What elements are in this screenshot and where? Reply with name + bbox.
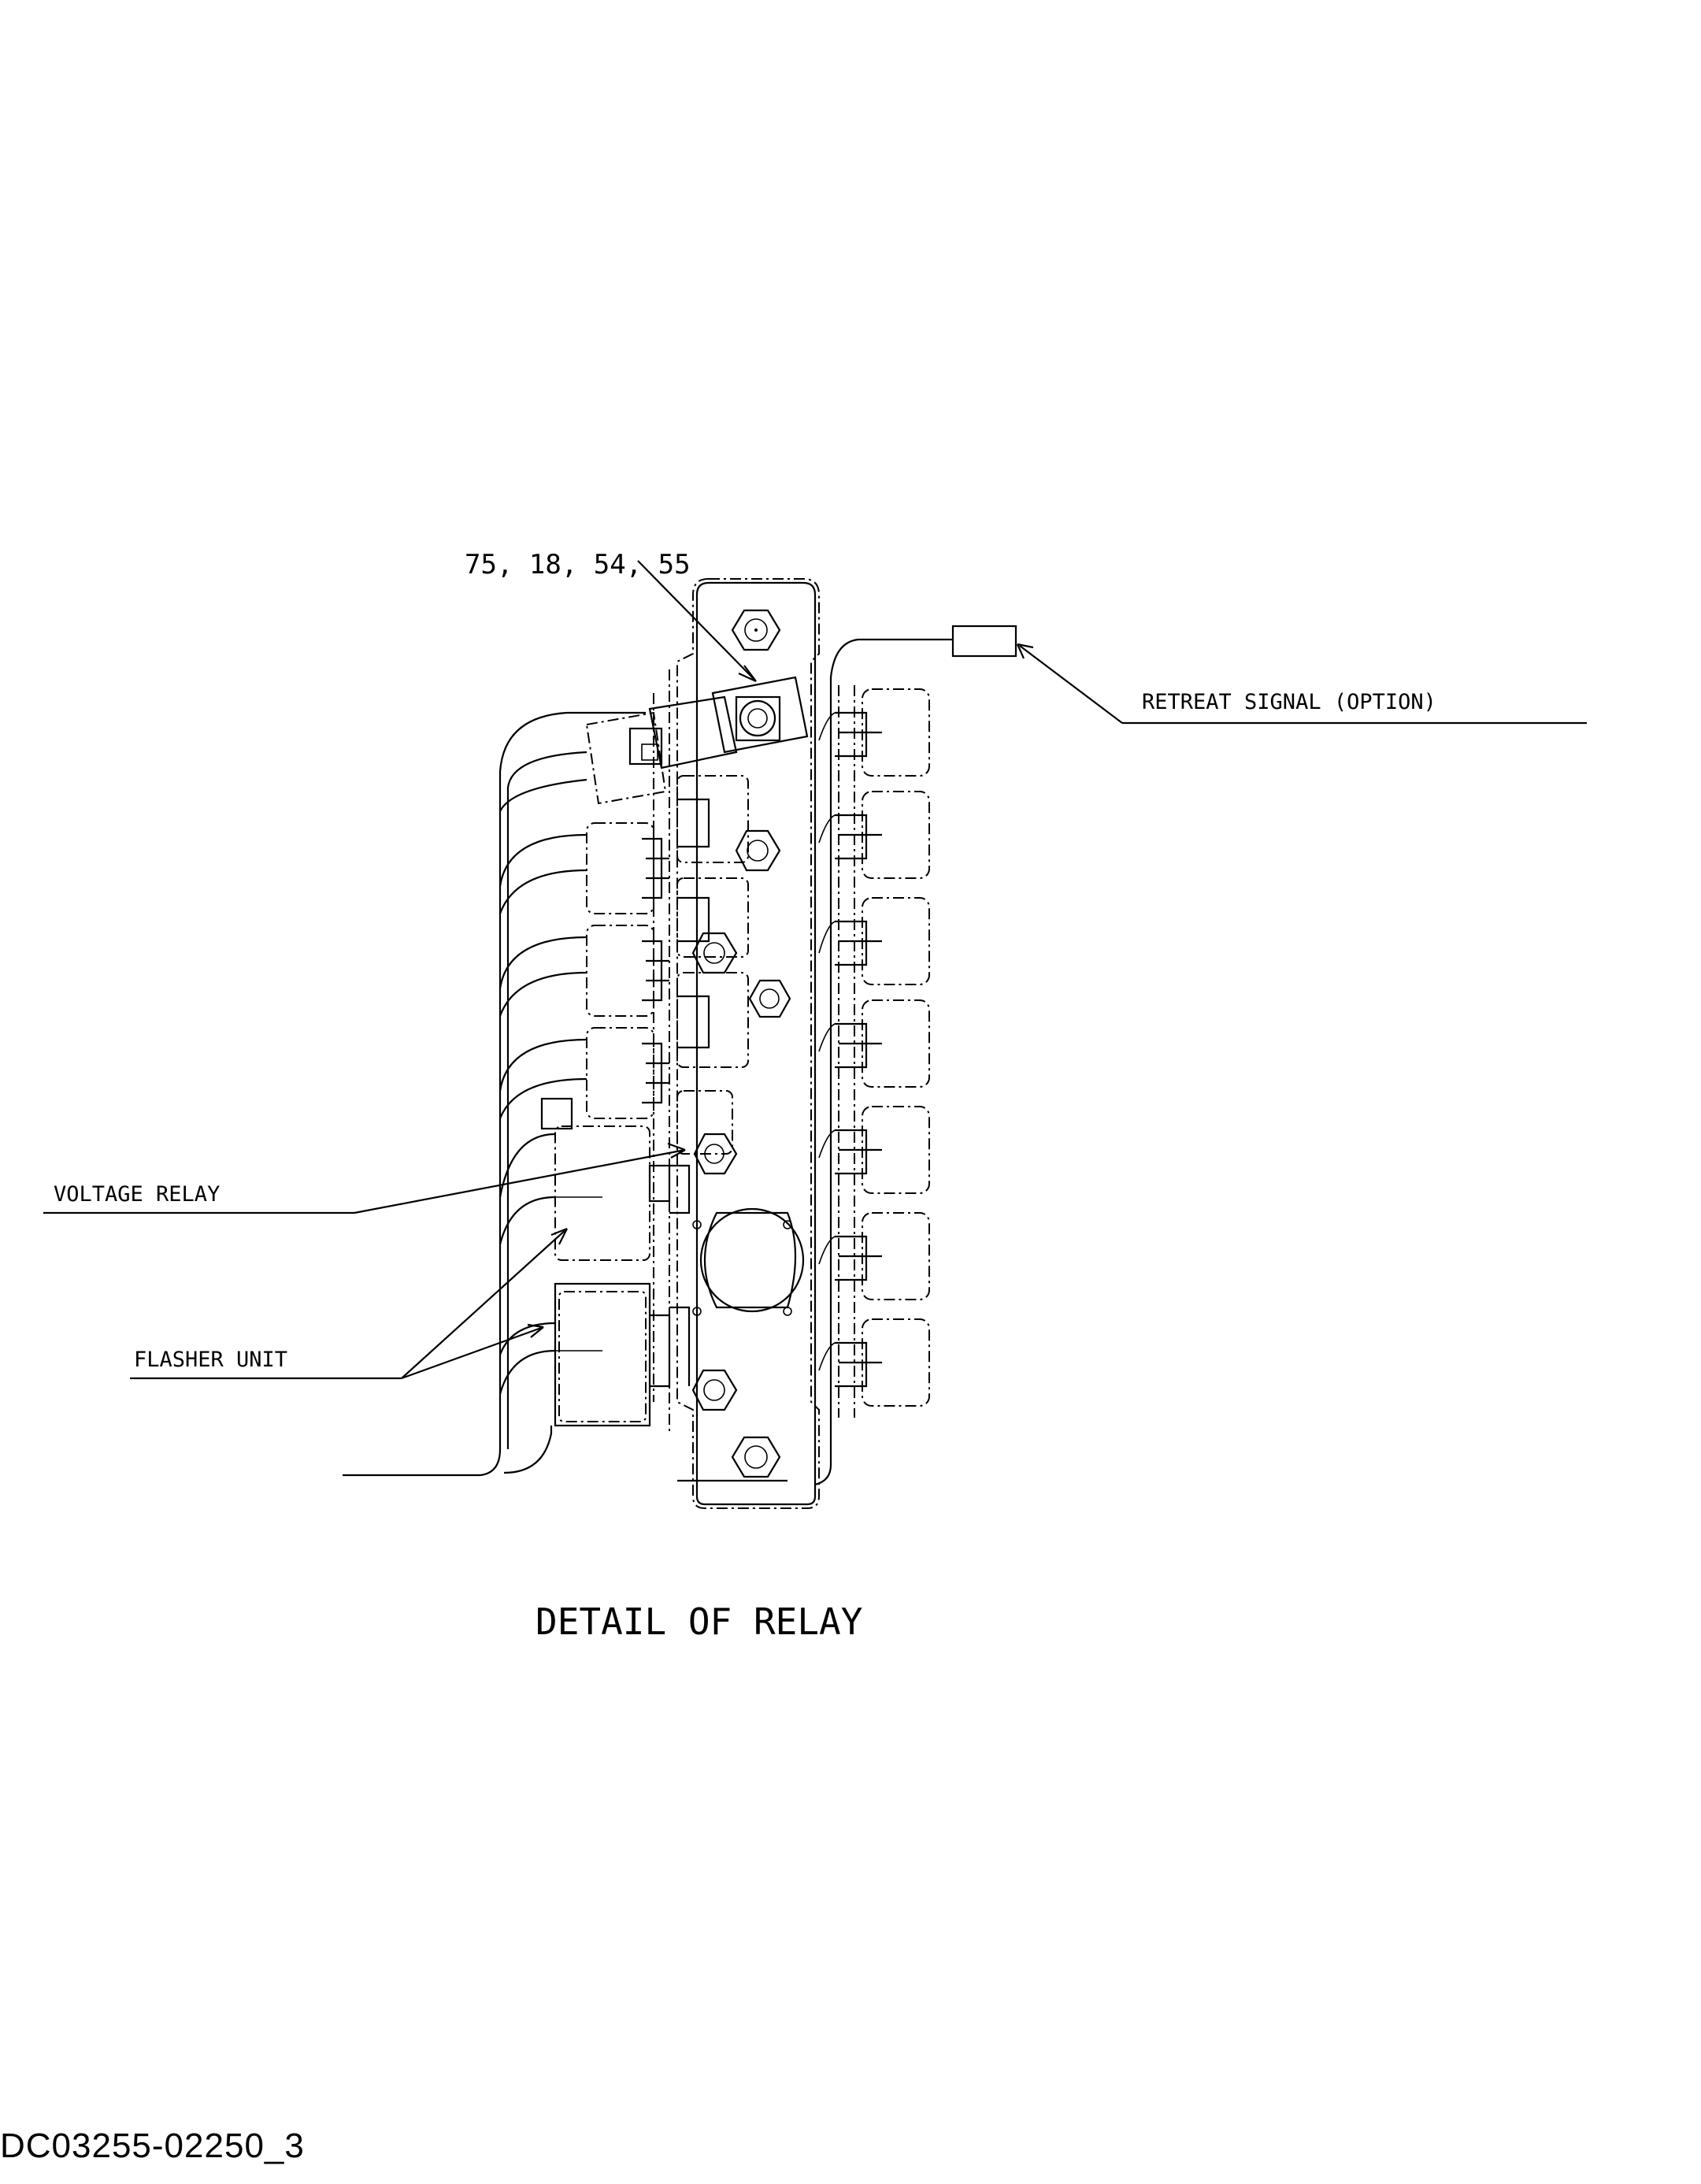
nut-3	[748, 979, 791, 1018]
centre-components	[648, 676, 809, 1411]
flasher-unit-body	[554, 1282, 671, 1427]
left-relay-column	[540, 711, 671, 1427]
relay-left-3	[586, 925, 669, 1017]
relay-left-4	[586, 1027, 669, 1119]
connector-right-5	[835, 1106, 930, 1194]
retreat-signal-connector	[951, 625, 1017, 658]
document-code: DC03255-02250_3	[0, 2127, 305, 2165]
nut-4	[693, 1133, 738, 1175]
relay-centre-2	[676, 877, 749, 958]
right-connector-column	[818, 685, 930, 1418]
connector-right-1	[835, 688, 930, 777]
part-numbers-label: 75, 18, 54, 55	[465, 549, 691, 580]
nut-5	[691, 1369, 738, 1411]
relay-centre-3	[676, 972, 749, 1068]
connector-right-4	[835, 999, 930, 1088]
nut-1	[735, 829, 781, 872]
connector-right-7	[835, 1318, 930, 1407]
relay-centre-1	[676, 775, 749, 863]
relay-centre-4	[676, 1090, 733, 1155]
mounting-plate	[653, 578, 820, 1509]
retreat-signal-label: RETREAT SIGNAL (OPTION)	[1142, 690, 1436, 714]
connector-right-6	[835, 1212, 930, 1300]
top-bolt	[731, 609, 781, 651]
round-socket	[692, 1207, 805, 1316]
flasher-unit-label: FLASHER UNIT	[134, 1348, 287, 1372]
leader-lines	[43, 560, 1587, 1380]
voltage-relay-body	[554, 1125, 671, 1261]
bottom-bolt	[731, 1436, 781, 1478]
small-connector	[540, 1097, 573, 1130]
top-tilted-relay	[648, 676, 809, 769]
connector-right-3	[835, 897, 930, 985]
nut-2	[691, 932, 738, 974]
connector-right-2	[835, 791, 930, 879]
voltage-relay-label: VOLTAGE RELAY	[54, 1182, 220, 1207]
left-harness	[343, 625, 1017, 1486]
diagram-caption: DETAIL OF RELAY	[536, 1600, 862, 1643]
relay-left-2	[586, 822, 669, 914]
